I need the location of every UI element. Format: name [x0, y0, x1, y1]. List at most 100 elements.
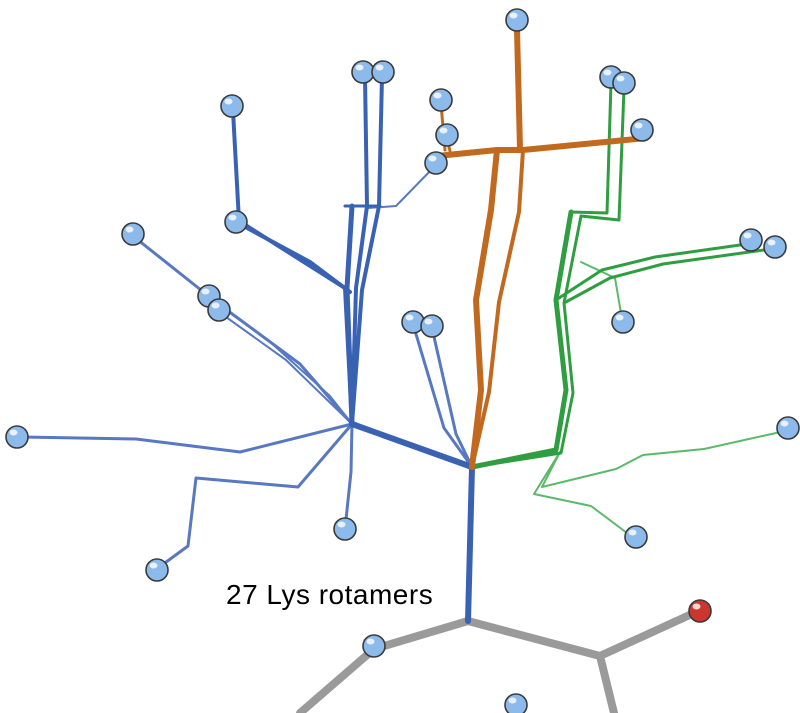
atom-highlight	[337, 521, 346, 528]
atom-sphere[interactable]	[224, 210, 248, 234]
nitrogen-atom[interactable]	[371, 60, 395, 84]
nitrogen-atom[interactable]	[624, 525, 648, 549]
atom-highlight	[616, 75, 625, 82]
bond-backbone	[596, 609, 698, 660]
bond-rotamer-blue	[208, 297, 353, 425]
bond-rotamer-green	[569, 81, 613, 215]
nitrogen-atom[interactable]	[435, 123, 459, 147]
atom-sphere[interactable]	[612, 71, 636, 95]
atom-highlight	[743, 232, 752, 239]
atom-sphere[interactable]	[611, 310, 635, 334]
atom-sphere[interactable]	[429, 88, 453, 112]
atom-sphere[interactable]	[504, 693, 528, 713]
bond-rotamer-blue	[350, 75, 369, 426]
atom-sphere[interactable]	[5, 425, 29, 449]
atom-sphere[interactable]	[401, 310, 425, 334]
atom-sphere[interactable]	[424, 151, 448, 175]
atom-highlight	[355, 64, 364, 71]
bond-rotamer-green	[554, 242, 749, 302]
atom-highlight	[509, 12, 518, 19]
atom-sphere[interactable]	[688, 599, 712, 623]
bond-rotamer-green	[579, 87, 626, 222]
bond-rotamer-green	[470, 214, 583, 469]
atom-highlight	[228, 214, 237, 221]
nitrogen-atom[interactable]	[630, 118, 654, 142]
oxygen-atom[interactable]	[688, 599, 712, 623]
atom-highlight	[780, 420, 789, 427]
rotamer-count-label: 27 Lys rotamers	[226, 579, 434, 610]
nitrogen-atom[interactable]	[763, 235, 787, 259]
atom-highlight	[201, 288, 210, 295]
nitrogen-atom[interactable]	[220, 94, 244, 118]
nitrogen-atom[interactable]	[429, 88, 453, 112]
atom-sphere[interactable]	[420, 314, 444, 338]
nitrogen-atom[interactable]	[351, 60, 375, 84]
atom-sphere[interactable]	[505, 8, 529, 32]
atom-sphere[interactable]	[630, 118, 654, 142]
bond-backbone	[296, 617, 618, 713]
bond-rotamer-blue	[465, 464, 475, 624]
atom-highlight	[149, 562, 158, 569]
nitrogen-atom[interactable]	[611, 310, 635, 334]
atom-highlight	[211, 302, 220, 309]
nitrogen-atom[interactable]	[505, 8, 529, 32]
atom-highlight	[767, 239, 776, 246]
bond-rotamer-blue	[343, 422, 354, 531]
bond-rotamer-blue	[430, 326, 474, 469]
atom-sphere[interactable]	[763, 235, 787, 259]
bond-rotamer-blue	[218, 311, 353, 425]
nitrogen-atom[interactable]	[401, 310, 425, 334]
nitrogen-atom[interactable]	[362, 634, 386, 658]
atom-highlight	[224, 98, 233, 105]
atom-highlight	[433, 92, 442, 99]
nitrogen-atom[interactable]	[145, 558, 169, 582]
atom-sphere[interactable]	[351, 60, 375, 84]
atom-sphere[interactable]	[739, 228, 763, 252]
bond-rotamer-green	[562, 247, 773, 305]
nitrogen-atom[interactable]	[739, 228, 763, 252]
nitrogen-atom[interactable]	[612, 71, 636, 95]
nitrogen-atom[interactable]	[207, 298, 231, 322]
atom-highlight	[615, 314, 624, 321]
atom-highlight	[9, 429, 18, 436]
atom-sphere[interactable]	[121, 222, 145, 246]
atom-sphere[interactable]	[371, 60, 395, 84]
atom-highlight	[375, 64, 384, 71]
bond-rotamer-orange	[514, 27, 523, 152]
atom-highlight	[634, 122, 643, 129]
bond-rotamer-orange	[434, 135, 649, 159]
atom-highlight	[628, 529, 637, 536]
atom-highlight	[405, 314, 414, 321]
nitrogen-atom[interactable]	[224, 210, 248, 234]
bond-rotamer-blue	[20, 422, 354, 454]
atom-highlight	[125, 226, 134, 233]
bond-rotamer-blue	[350, 75, 384, 426]
nitrogen-atom[interactable]	[5, 425, 29, 449]
atom-highlight	[603, 69, 612, 76]
nitrogen-atom[interactable]	[121, 222, 145, 246]
atom-highlight	[508, 697, 517, 704]
bond-rotamer-green	[469, 209, 574, 470]
atom-sphere[interactable]	[435, 123, 459, 147]
atom-highlight	[428, 155, 437, 162]
atom-highlight	[692, 603, 701, 610]
bond-rotamer-blue	[234, 220, 352, 294]
nitrogen-atom[interactable]	[776, 416, 800, 440]
atom-sphere[interactable]	[333, 517, 357, 541]
atom-sphere[interactable]	[207, 298, 231, 322]
bond-rotamer-green	[541, 430, 786, 488]
atom-sphere[interactable]	[220, 94, 244, 118]
atom-sphere[interactable]	[145, 558, 169, 582]
bond-rotamer-blue	[231, 109, 354, 426]
nitrogen-atom[interactable]	[504, 693, 528, 713]
atom-highlight	[439, 127, 448, 134]
atom-sphere[interactable]	[624, 525, 648, 549]
atom-sphere[interactable]	[776, 416, 800, 440]
atom-highlight	[366, 638, 375, 645]
atom-sphere[interactable]	[362, 634, 386, 658]
nitrogen-atom[interactable]	[420, 314, 444, 338]
nitrogen-atom[interactable]	[333, 517, 357, 541]
nitrogen-atom[interactable]	[424, 151, 448, 175]
